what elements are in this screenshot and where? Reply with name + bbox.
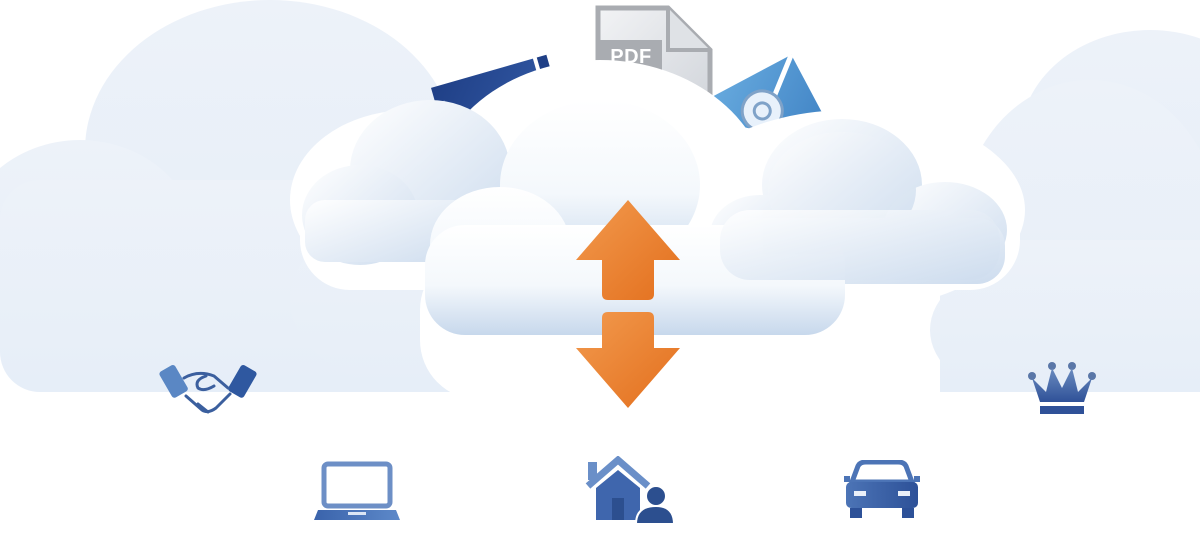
handshake-icon (159, 364, 257, 414)
laptop-icon (314, 461, 400, 520)
home-user-icon (585, 456, 674, 524)
car-icon (844, 460, 920, 518)
crown-icon (1028, 362, 1096, 414)
up-down-arrows-icon (576, 200, 680, 408)
